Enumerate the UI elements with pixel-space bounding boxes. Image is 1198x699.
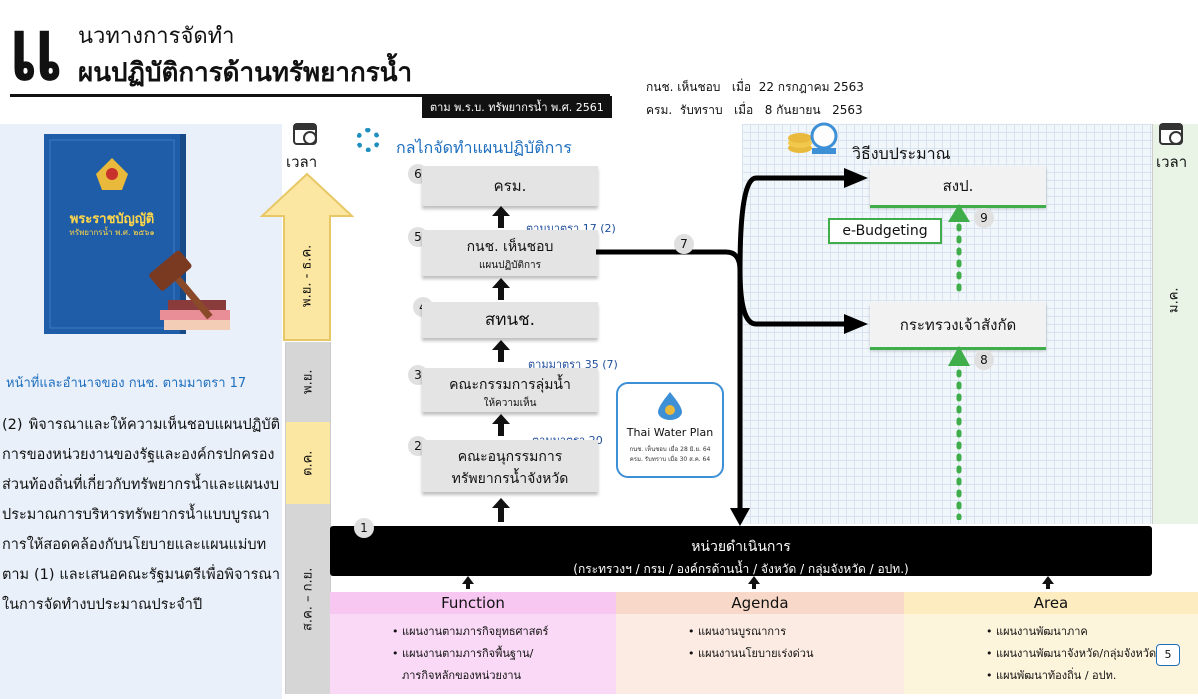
duty-text: (2) พิจารณาและให้ความเห็นชอบแผนปฏิบัติกา… xyxy=(2,417,280,613)
period-jan: ม.ค. xyxy=(1166,287,1182,313)
title-line-2: ผนปฏิบัติการด้านทรัพยากรน้ำ xyxy=(78,58,413,88)
twp-line1: กนช. เห็นชอบ เมื่อ 28 มิ.ย. 64 xyxy=(629,446,711,453)
category-item: • แผนงานพัฒนาจังหวัด/กลุ่มจังหวัด xyxy=(986,647,1157,660)
water-drop-icon xyxy=(658,392,682,420)
flow-arrow-head xyxy=(492,206,510,216)
twp-line2: ครม. รับทราบ เมื่อ 30 ส.ค. 64 xyxy=(629,456,711,463)
category-agenda-header: Agenda xyxy=(616,592,904,614)
exec-subtitle: (กระทรวงฯ / กรม / องค์กรด้านน้ำ / จังหวั… xyxy=(573,562,909,576)
calendar-icon xyxy=(293,123,317,145)
flow-arrow xyxy=(1046,583,1050,589)
step-box-basin-committee: คณะกรรมการลุ่มน้ำ ให้ความเห็น xyxy=(422,368,598,412)
flow-arrow xyxy=(498,216,504,228)
category-item: • แผนงานบูรณาการ xyxy=(688,625,787,638)
step-number: 7 xyxy=(674,234,694,254)
flow-arrow xyxy=(498,350,504,362)
timeline-up-arrow xyxy=(260,172,354,341)
title-underline xyxy=(10,94,610,97)
step-subtitle: ให้ความเห็น xyxy=(483,398,537,409)
twp-name: Thai Water Plan xyxy=(626,426,714,439)
approval-gnc: กนช. เห็นชอบ เมื่อ 22 กรกฎาคม 2563 xyxy=(646,80,864,94)
category-item: • แผนงานตามภารกิจยุทธศาสตร์ xyxy=(392,625,549,638)
time-label-right: เวลา xyxy=(1156,153,1188,171)
e-budgeting-label: e-Budgeting xyxy=(828,218,942,244)
target-bb-office: สงป. xyxy=(870,166,1046,208)
category-item: • แผนงานตามภารกิจพื้นฐาน/ xyxy=(392,647,534,660)
flow-arrow xyxy=(466,583,470,589)
duty-heading: หน้าที่และอำนาจของ กนช. ตามมาตรา 17 xyxy=(6,376,247,391)
category-area-body: • แผนงานพัฒนาภาค • แผนงานพัฒนาจังหวัด/กล… xyxy=(904,614,1198,694)
step-title: คณะกรรมการลุ่มน้ำ xyxy=(449,377,571,393)
water-act-book-image xyxy=(44,134,186,334)
flow-arrow-head xyxy=(748,576,760,584)
step-subtitle: ทรัพยากรน้ำจังหวัด xyxy=(451,471,569,487)
category-area-header: Area xyxy=(904,592,1198,614)
step-title: ครม. xyxy=(493,177,527,195)
title-subtitle: ตาม พ.ร.บ. ทรัพยากรน้ำ พ.ศ. 2561 xyxy=(422,96,612,118)
flow-arrow xyxy=(752,583,756,589)
flow-arrow-head xyxy=(1042,576,1054,584)
title-line-1: นวทางการจัดทำ xyxy=(78,24,235,49)
step-box-cabinet: ครม. xyxy=(422,166,598,206)
executing-agencies-bar: หน่วยดำเนินการ (กระทรวงฯ / กรม / องค์กรด… xyxy=(330,526,1152,576)
approval-cabinet: ครม. รับทราบ เมื่อ 8 กันยายน 2563 xyxy=(646,103,863,117)
category-item: ภารกิจหลักของหน่วยงาน xyxy=(402,669,522,682)
note-section-35: ตามมาตรา 35 (7) xyxy=(528,358,618,371)
gavel-icon xyxy=(149,250,230,330)
step-box-gnc-approve: กนช. เห็นชอบ แผนปฏิบัติการ xyxy=(422,230,598,276)
page-number: 5 xyxy=(1156,644,1180,666)
green-dotted-arrows xyxy=(948,204,970,520)
mechanism-heading: กลไกจัดทำแผนปฏิบัติการ xyxy=(396,138,572,157)
target-title: กระทรวงเจ้าสังกัด xyxy=(899,316,1017,334)
category-agenda-body: • แผนงานบูรณาการ • แผนงานนโยบายเร่งด่วน xyxy=(616,614,904,694)
money-clock-icon xyxy=(788,122,838,154)
step-number: 8 xyxy=(974,350,994,370)
category-function-body: • แผนงานตามภารกิจยุทธศาสตร์ • แผนงานตามภ… xyxy=(330,614,616,694)
flow-arrow-head xyxy=(492,498,510,508)
book-subtitle: ทรัพยากรน้ำ พ.ศ. ๒๕๖๑ xyxy=(69,228,155,237)
category-item: • แผนงานพัฒนาภาค xyxy=(986,625,1088,638)
book-title: พระราชบัญญัติ xyxy=(69,212,155,227)
period-nov-dec: พ.ย. - ธ.ค. xyxy=(299,244,315,308)
period-aug-sep: ส.ค. – ก.ย. xyxy=(285,504,331,694)
flow-lines xyxy=(596,168,868,526)
category-item: • แผนพัฒนาท้องถิ่น / อปท. xyxy=(986,669,1117,682)
flow-arrow-head xyxy=(462,576,474,584)
calendar-icon xyxy=(1159,123,1183,145)
target-title: สงป. xyxy=(942,177,974,195)
thai-water-plan-badge: Thai Water Plan กนช. เห็นชอบ เมื่อ 28 มิ… xyxy=(616,382,724,478)
step-number: 1 xyxy=(354,518,374,538)
step-title: คณะอนุกรรมการ xyxy=(457,449,563,465)
step-title: กนช. เห็นชอบ xyxy=(466,239,554,255)
flow-arrow xyxy=(498,508,504,522)
flow-arrow-head xyxy=(492,414,510,424)
exec-title: หน่วยดำเนินการ xyxy=(691,539,791,555)
flow-arrow-head xyxy=(492,340,510,350)
right-timeline xyxy=(1152,124,1198,524)
garuda-emblem-icon xyxy=(49,139,175,329)
budget-heading: วิธีงบประมาณ xyxy=(852,144,951,163)
category-item: • แผนงานนโยบายเร่งด่วน xyxy=(688,647,814,660)
period-nov: พ.ย. xyxy=(285,342,331,422)
title-initial: แ xyxy=(8,1,62,99)
step-title: สทนช. xyxy=(484,310,536,330)
flow-arrow-head xyxy=(492,278,510,288)
time-label-left: เวลา xyxy=(286,153,318,171)
step-box-provincial-subcommittee: คณะอนุกรรมการ ทรัพยากรน้ำจังหวัด xyxy=(422,440,598,492)
flow-arrow xyxy=(498,288,504,300)
period-oct: ต.ค. xyxy=(285,422,331,504)
step-number: 9 xyxy=(974,208,994,228)
category-function-header: Function xyxy=(330,592,616,614)
target-ministry: กระทรวงเจ้าสังกัด xyxy=(870,302,1046,350)
flow-arrow xyxy=(498,424,504,436)
gear-icon xyxy=(356,128,380,152)
step-subtitle: แผนปฏิบัติการ xyxy=(478,260,542,271)
step-box-onwr: สทนช. xyxy=(422,302,598,338)
